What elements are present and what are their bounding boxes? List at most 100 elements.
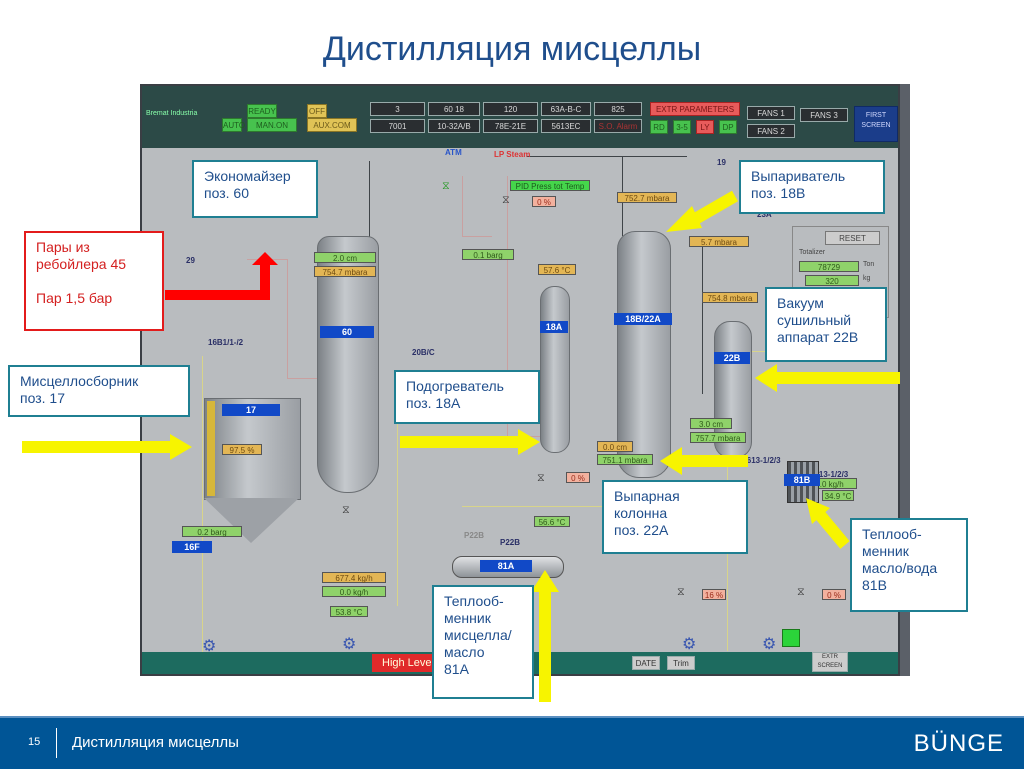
col-press-reading: 751.1 mbara [597,454,653,465]
eco-press-reading: 754.7 mbara [314,266,376,277]
trim-button[interactable]: Trim [667,656,695,670]
callout-line: Теплооб- [862,526,922,542]
totalizer-panel: RESET Totalizer 78729 Ton 320 kg [792,226,889,318]
mode-button-ly[interactable]: LY [696,120,714,134]
grid-cell[interactable]: 63A-B-C [541,102,591,116]
totalizer-kg-value: 320 [805,275,859,286]
ready-indicator: READY [247,104,277,118]
grid-cell[interactable]: 7001 [370,119,425,133]
vessel-tag-18a: 18A [540,321,568,333]
footer-title: Дистилляция мисцеллы [72,734,239,751]
pump-icon[interactable]: ⚙ [342,636,357,653]
line-29-label: 29 [186,256,195,265]
callout-line: колонна [614,505,668,521]
pump-icon[interactable]: ⚙ [202,638,217,655]
grid-cell[interactable]: 10-32A/B [428,119,480,133]
callout-line: сушильный [777,312,852,328]
callout-line: Выпариватель [751,168,846,184]
totalizer-kg-unit: kg [863,275,871,282]
callout-spacer [36,273,152,290]
dryer-level-reading: 3.0 cm [690,418,732,429]
mode-button-35[interactable]: 3-5 [673,120,691,134]
extr-parameters-button[interactable]: EXTR PARAMETERS [650,102,740,116]
callout-line: масло/вода [862,560,938,576]
vac-23a-reading: 5.7 mbara [689,236,749,247]
motor-valve-icon[interactable]: ⧖ [442,180,450,192]
pid-label[interactable]: PID Press tot Temp [510,180,590,191]
economizer-vessel[interactable] [317,236,379,493]
temp-bottom-reading: 53.8 °C [330,606,368,617]
grid-cell[interactable]: 825 [594,102,642,116]
col-level-reading: 0.0 cm [597,441,633,452]
grid-cell[interactable]: 5613EC [541,119,591,133]
callout-line: Экономайзер [204,168,291,184]
callout-line: аппарат 22В [777,329,859,345]
totalizer-ton-unit: Ton [863,261,875,268]
evaporator-column-vessel[interactable] [617,231,671,478]
control-valve-icon[interactable]: ⧖ [677,586,685,598]
flow-2-reading: 0.0 kg/h [322,586,386,597]
callout-line: поз. 17 [20,390,65,406]
callout-line: 81А [444,661,469,677]
hmi-header: Bremat Industria READY OFF AUTO MAN.ON A… [142,86,898,148]
fans-1-button[interactable]: FANS 1 [747,106,795,120]
callout-economizer: Экономайзер поз. 60 [192,160,318,218]
auto-button[interactable]: AUTO [222,118,245,132]
callout-line: поз. 60 [204,185,249,201]
valve-ftc-mid-output: 0 % [566,472,590,483]
p16f-press-reading: 0.2 barg [182,526,242,537]
grid-cell[interactable]: 3 [370,102,425,116]
control-valve-icon[interactable]: ⧖ [797,586,805,598]
grid-cell[interactable]: 60 18 [428,102,480,116]
control-valve-icon[interactable]: ⧖ [502,194,510,206]
man-on-button[interactable]: MAN.ON [247,118,297,132]
pump-icon[interactable]: ⚙ [762,636,777,653]
callout-evap-column: Выпарная колонна поз. 22А [602,480,748,554]
grid-cell[interactable]: 120 [483,102,538,116]
valve-ftc-top-output: 0 % [532,196,556,207]
yellow-arrow-dryer [755,364,900,392]
callout-line: Пары из [36,239,90,255]
date-button[interactable]: DATE [632,656,660,670]
fans-2-button[interactable]: FANS 2 [747,124,795,138]
extr-screen-button[interactable]: EXTR SCREEN [812,652,848,672]
hmi-plant-label: Bremat Industria [146,110,198,117]
totalizer-reset-button[interactable]: RESET [825,231,880,245]
atm-label: ATM [445,148,462,157]
motor-running-indicator [782,629,800,647]
first-screen-button[interactable]: FIRST SCREEN [854,106,898,142]
callout-line: масло [444,644,485,660]
aux-com-button[interactable]: AUX.COM [307,118,357,132]
yellow-arrow-evaporator [666,190,739,232]
p22b-label-a: P22B [464,531,485,540]
yellow-arrow-tank17 [22,434,192,460]
callout-line: Пар 1,5 бар [36,290,113,306]
grid-cell[interactable]: 78E-21E [483,119,538,133]
p5613-label: P5613-1/2/3 [737,456,781,465]
slide-title: Дистилляция мисцеллы [322,30,702,68]
control-valve-icon[interactable]: ⧖ [342,504,350,516]
heater-vessel[interactable] [540,286,570,453]
callout-line: Мисцеллосборник [20,373,139,389]
vessel-tag-81a: 81A [480,560,532,572]
fans-3-button[interactable]: FANS 3 [800,108,848,122]
control-valve-icon[interactable]: ⧖ [537,472,545,484]
footer-divider [56,728,57,758]
mode-button-rd[interactable]: RD [650,120,668,134]
totalizer-ton-value: 78729 [799,261,859,272]
mode-button-dp[interactable]: DP [719,120,737,134]
valve-ftc-b2-output: 0 % [822,589,846,600]
callout-line: 81В [862,577,887,593]
pump-icon[interactable]: ⚙ [682,636,697,653]
tank-level-bar [207,401,215,496]
callout-line: Подогреватель [406,378,504,394]
vessel-tag-81b: 81B [784,474,820,486]
yellow-arrow-hx81b [806,498,850,549]
so-alarm-indicator[interactable]: S.O. Alarm [594,119,642,133]
annotation-arrows [22,190,900,702]
p22b-label-b: P22B [500,538,521,547]
yellow-arrow-heater [400,429,540,455]
yellow-arrow-column [660,447,748,475]
callout-vacuum-dryer: Вакуум сушильный аппарат 22В [765,287,887,362]
red-arrow-reboiler [165,252,278,300]
